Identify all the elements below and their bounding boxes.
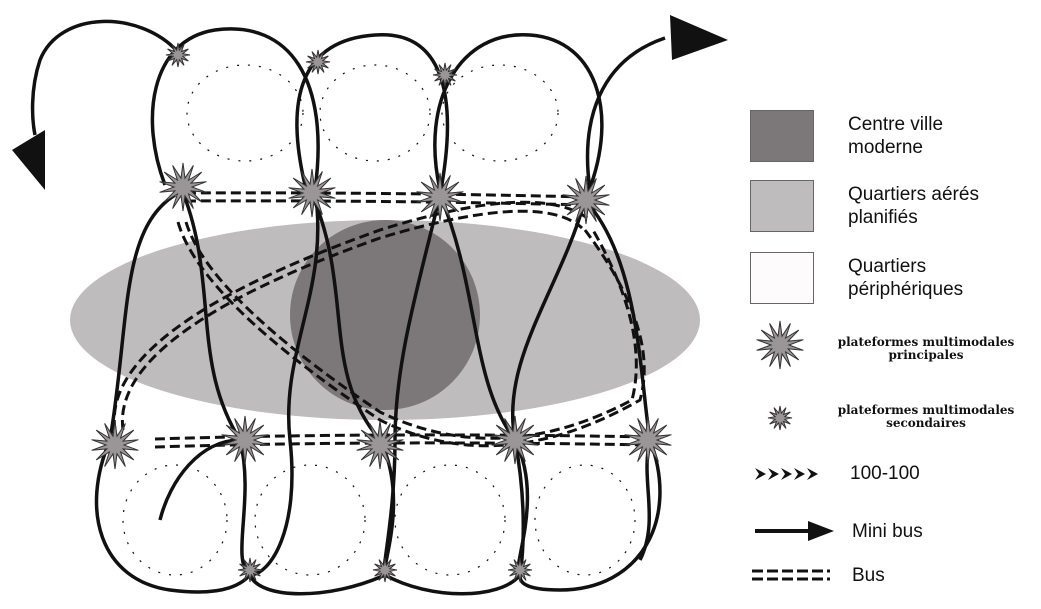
star-platform-icon	[288, 168, 336, 218]
legend-route-100-label: 100-100	[850, 463, 920, 484]
star-platform-icon	[507, 557, 533, 583]
star-platform-icon	[432, 62, 458, 88]
star-platform-icon	[356, 420, 404, 470]
arrow-right-up-icon	[670, 15, 728, 60]
star-platform-icon	[756, 320, 804, 370]
legend-bus-label: Bus	[852, 565, 885, 586]
star-platform-icon	[491, 415, 539, 465]
legend-centre-ville: Centre ville moderne	[750, 110, 968, 162]
legend-quartiers-aeres-label: Quartiers aérés planifiés	[848, 184, 979, 228]
star-platform-icon	[305, 49, 331, 75]
legend-plateformes-secondaires: plateformes multimodales secondaires	[816, 404, 1036, 430]
legend-route-100: 100-100	[850, 462, 920, 485]
star-platform-icon	[237, 557, 263, 583]
star-platform-icon	[416, 172, 464, 222]
legend-bus: Bus	[852, 564, 885, 587]
star-platform-icon	[159, 162, 207, 212]
star-platform-icon	[91, 420, 139, 470]
route-100-loops	[122, 64, 636, 576]
legend-centre-ville-label: Centre ville moderne	[848, 114, 944, 158]
swatch-quartiers-peripheriques	[750, 252, 814, 304]
arrow-left-down-icon	[12, 130, 45, 190]
swatch-centre-ville	[750, 110, 814, 162]
star-platform-icon	[165, 42, 191, 68]
legend-plateformes-principales: plateformes multimodales principales	[816, 336, 1036, 362]
swatch-quartiers-aeres	[750, 180, 814, 232]
arrow-right-icon	[808, 521, 834, 541]
legend-plateformes-principales-label: plateformes multimodales principales	[837, 335, 1015, 362]
centre-ville-zone	[290, 220, 480, 410]
legend-mini-bus: Mini bus	[852, 520, 923, 543]
arrow-chevrons-icon	[807, 468, 818, 480]
star-platform-icon	[221, 415, 269, 465]
arrow-chevrons-icon	[794, 468, 805, 480]
arrow-chevrons-icon	[755, 468, 766, 480]
star-platform-icon	[624, 415, 672, 465]
platforms-principales	[91, 162, 672, 470]
arrow-chevrons-icon	[768, 468, 779, 480]
platforms-secondaires	[165, 42, 533, 583]
legend-quartiers-peripheriques: Quartiers périphériques	[750, 252, 978, 304]
legend-quartiers-aeres: Quartiers aérés planifiés	[750, 180, 1018, 232]
star-platform-icon	[767, 405, 793, 431]
star-platform-icon	[562, 175, 610, 225]
legend-symbols	[752, 320, 834, 581]
arrow-chevrons-icon	[781, 468, 792, 480]
legend-plateformes-secondaires-label: plateformes multimodales secondaires	[837, 403, 1015, 430]
mini-bus-arrows	[12, 15, 728, 191]
star-platform-icon	[372, 557, 398, 583]
legend-mini-bus-label: Mini bus	[852, 521, 923, 542]
legend-quartiers-peripheriques-label: Quartiers périphériques	[848, 256, 964, 300]
